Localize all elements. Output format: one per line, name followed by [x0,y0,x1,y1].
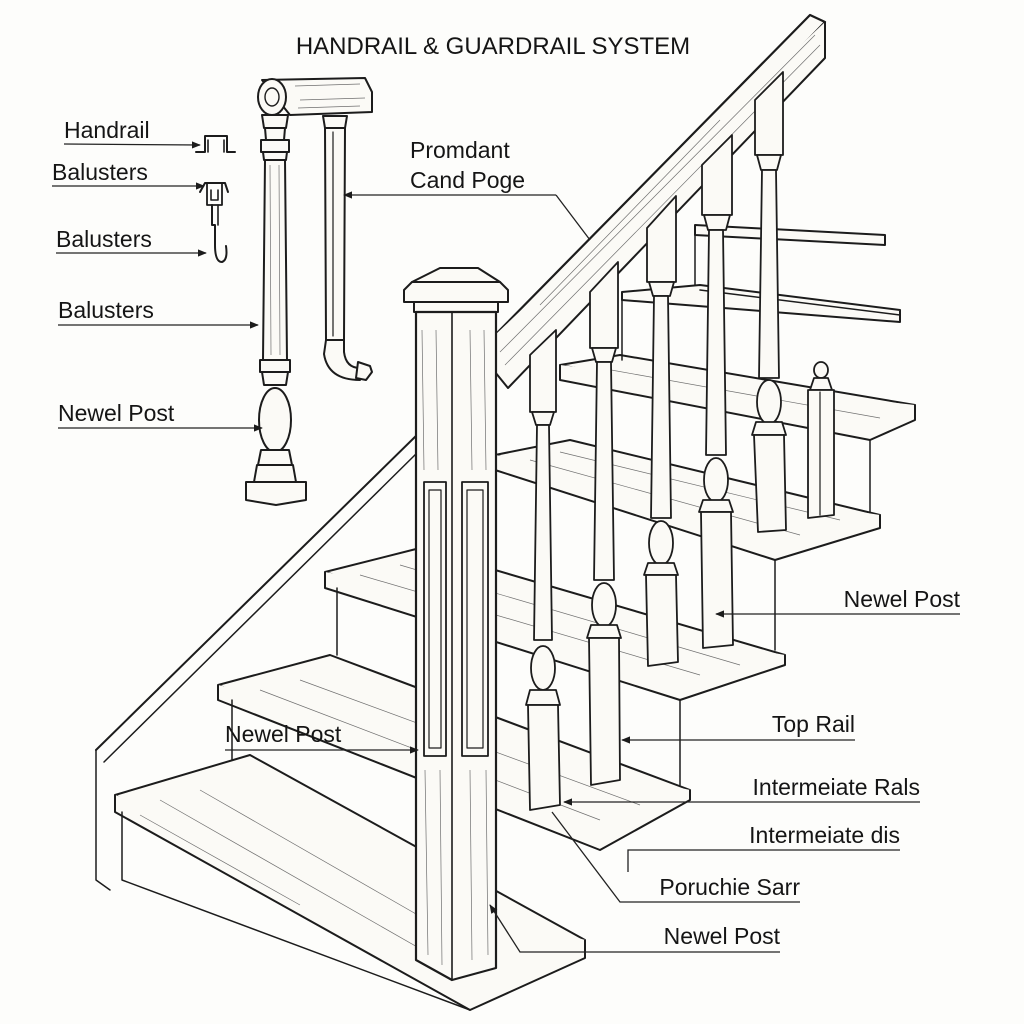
baluster-3 [643,195,679,667]
main-newel-post [403,267,509,982]
label-newel-post-mid: Newel Post [225,721,342,747]
label-newel-post-bottom: Newel Post [664,923,781,949]
leader-lines [52,141,960,953]
diagram-title: HANDRAIL & GUARDRAIL SYSTEM [296,33,690,60]
label-intermediate-rails: Intermeiate Rals [753,774,920,800]
label-handrail: Handrail [64,117,150,143]
label-balusters-1: Balusters [52,159,148,185]
label-newel-post-right: Newel Post [844,586,961,612]
label-newel-post-left: Newel Post [58,400,175,426]
baluster-5 [751,71,787,533]
label-top-rail: Top Rail [772,711,855,737]
hook-balusters [211,204,228,263]
bracket-balusters [199,182,229,206]
landing-post [807,361,835,519]
exploded-handrail-cap [257,77,373,116]
label-balusters-2: Balusters [56,226,152,252]
handrail-rail [493,13,827,389]
exploded-newel-post [245,114,307,506]
baluster-1 [525,329,561,811]
label-balusters-3: Balusters [58,297,154,323]
label-pruchie-sarr: Poruchie Sarr [659,874,800,900]
label-intermediate-dis: Intermeiate dis [749,822,900,848]
label-cand-poge: Cand Poge [410,167,525,193]
exploded-baluster-pipe [322,115,373,381]
label-promdant: Promdant [410,137,510,163]
baluster-4 [698,134,734,649]
wall-stringer [95,431,421,891]
bracket-handrail [195,135,236,153]
baluster-2 [586,261,622,786]
